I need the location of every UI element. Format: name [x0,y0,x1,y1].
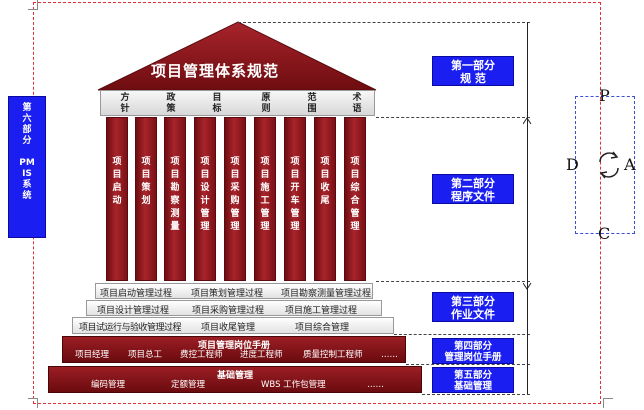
pillar: 项 目 策 划 [135,117,157,281]
step-item: 项目勘察测量管理过程 [281,289,372,299]
banner-cell: 目 标 [212,93,222,114]
handbook-item: …… [381,350,398,360]
guide-line [376,117,530,118]
section-label-3: 第三部分 作业文件 [432,292,514,322]
handbook-item: 费控工程师 [180,350,223,360]
pmis-box: 第 六 部 分 PM IS 系 统 [8,96,46,238]
pillar: 项 目 开 车 管 理 [284,117,306,281]
step-row-3: 项目试运行与验收管理过程 项目收尾管理 项目综合管理 [72,317,394,334]
step-item: 项目策划管理过程 [191,289,264,299]
roof-title: 项目管理体系规范 [150,62,279,80]
crop-mark [603,398,613,408]
foundation-item: 定额管理 [171,380,206,390]
cycle-arrows-icon [599,151,619,179]
step-item: 项目采购管理过程 [192,306,265,316]
crop-mark [28,0,38,10]
pillar-label: 项 目 设 计 管 理 [200,157,210,232]
step-item: 项目施工管理过程 [285,306,358,316]
section-label-5: 第五部分 基础管理 [432,367,514,393]
pillar: 项 目 设 计 管 理 [194,117,216,281]
guide-line [394,334,530,335]
banner-cell: 范 围 [307,93,317,114]
banner-cell: 方 针 [120,93,130,114]
foundation-title: 基础管理 [216,371,253,381]
guide-line [238,22,530,23]
pillar-label: 项 目 勘 察 测 量 [170,157,180,232]
step-item: 项目收尾管理 [201,323,256,333]
pillar: 项 目 勘 察 测 量 [164,117,186,281]
pillar-label: 项 目 采 购 管 理 [230,157,240,232]
pillar-label: 项 目 收 尾 [320,157,330,206]
pdca-p: P [599,86,610,105]
foundation-item: …… [367,380,384,390]
pdca-a: A [624,155,636,174]
banner-cell: 原 则 [261,93,271,114]
pillar-label: 项 目 综 合 管 理 [350,157,360,232]
handbook-item: 质量控制工程师 [303,350,363,360]
step-row-1: 项目启动管理过程 项目策划管理过程 项目勘察测量管理过程 [95,283,373,299]
bracket-line [527,22,528,394]
guide-line [406,364,530,365]
section-label-2: 第二部分 程序文件 [432,174,514,204]
banner-cell: 术 语 [352,93,362,114]
handbook-title: 项目管理岗位手册 [197,341,270,351]
handbook-item: 项目总工 [128,350,163,360]
handbook-item: 项目经理 [75,350,110,360]
guide-line [376,281,530,282]
step-item: 项目试运行与验收管理过程 [79,323,182,333]
foundation-item: 编码管理 [91,380,126,390]
foundation-item: WBS 工作包管理 [261,380,326,390]
pillar-label: 项 目 开 车 管 理 [290,157,300,232]
pdca-d: D [566,155,579,174]
pillar: 项 目 施 工 管 理 [254,117,276,281]
pillar: 项 目 启 动 [106,117,128,281]
step-item: 项目设计管理过程 [97,306,170,316]
principles-banner: 方 针 政 策 目 标 原 则 范 围 术 语 [100,90,375,116]
step-item: 项目启动管理过程 [100,289,173,299]
pillar-label: 项 目 施 工 管 理 [260,157,270,232]
pillar-label: 项 目 启 动 [112,157,122,206]
pdca-c: C [598,224,611,243]
bracket-tick [522,276,532,290]
crop-mark [28,398,38,408]
pdca-box [575,96,635,234]
step-row-2: 项目设计管理过程 项目采购管理过程 项目施工管理过程 [86,300,382,316]
pillar: 项 目 采 购 管 理 [224,117,246,281]
pillar-label: 项 目 策 划 [141,157,151,206]
bracket-tick [522,110,532,125]
step-item: 项目综合管理 [295,323,350,333]
pillar: 项 目 收 尾 [314,117,336,281]
pillar: 项 目 综 合 管 理 [344,117,366,281]
handbook-item: 进度工程师 [240,350,283,360]
guide-line [422,394,530,395]
handbook-bar: 项目管理岗位手册 项目经理 项目总工 费控工程师 进度工程师 质量控制工程师 …… [62,336,406,363]
section-label-1: 第一部分 规 范 [432,56,514,86]
banner-cell: 政 策 [166,93,176,114]
foundation-bar: 基础管理 编码管理 定额管理 WBS 工作包管理 …… [48,366,422,393]
section-label-4: 第四部分 管理岗位手册 [432,338,514,364]
